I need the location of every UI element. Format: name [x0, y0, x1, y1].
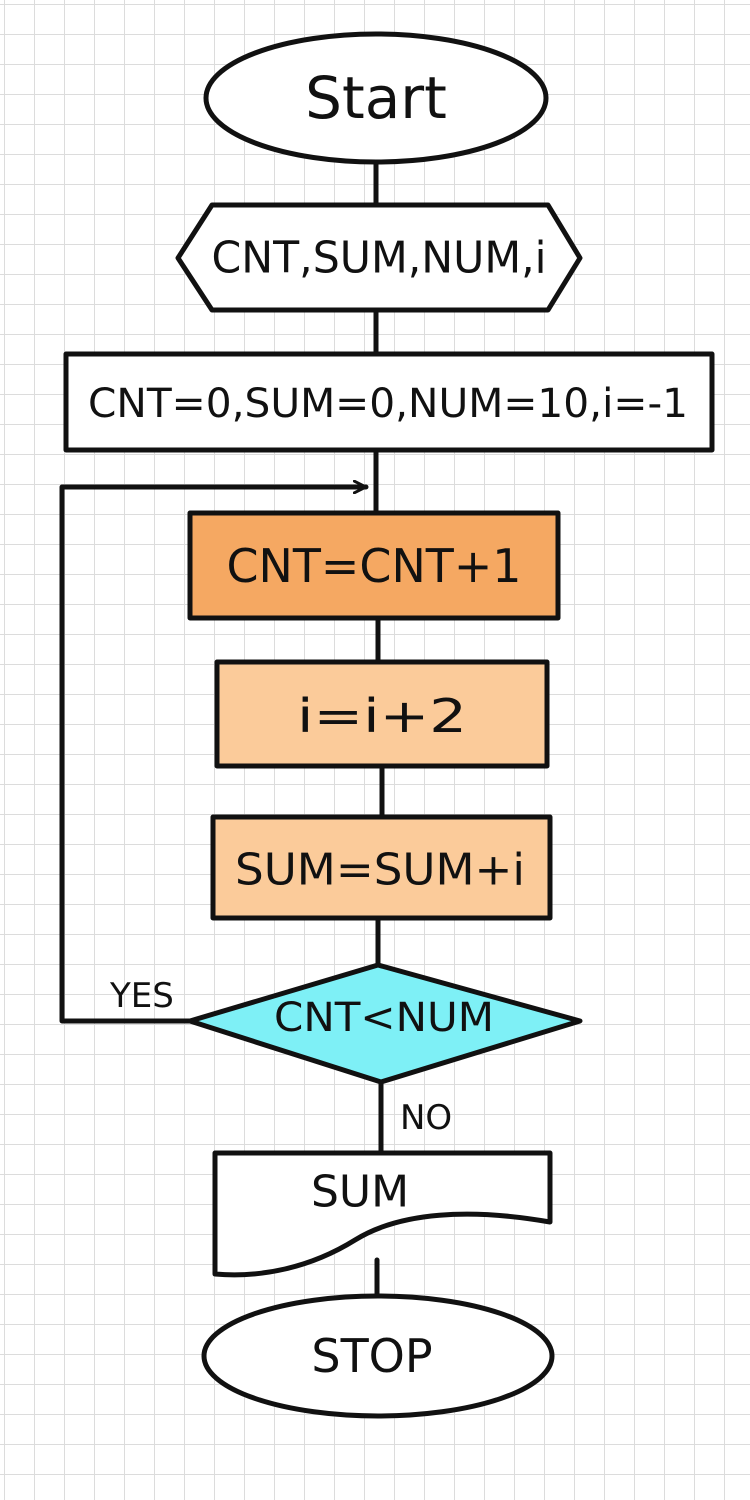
declare-hexagon — [175, 202, 583, 313]
loop-back-connector — [59, 487, 369, 1024]
yes-edge-label: YES — [109, 976, 174, 1016]
no-edge-label: NO — [400, 1098, 452, 1138]
increment-label: CNT=CNT+1 — [227, 539, 522, 593]
start-terminal — [203, 31, 549, 165]
accumulate-process-box — [210, 814, 553, 921]
output-label: SUM — [311, 1167, 409, 1218]
init-label: CNT=0,SUM=0,NUM=10,i=-1 — [88, 381, 688, 427]
declare-label: CNT,SUM,NUM,i — [212, 233, 547, 284]
step-label: i=i+2 — [297, 689, 467, 743]
increment-process-box — [187, 510, 561, 621]
output-document — [212, 1150, 553, 1278]
step-process-box — [214, 659, 550, 769]
decision-diamond — [187, 962, 583, 1085]
stop-label: STOP — [311, 1329, 432, 1383]
stop-terminal — [201, 1293, 555, 1419]
start-label: Start — [305, 64, 447, 132]
decision-label: CNT<NUM — [274, 995, 494, 1041]
init-process-box — [63, 351, 715, 453]
accumulate-label: SUM=SUM+i — [235, 845, 525, 896]
